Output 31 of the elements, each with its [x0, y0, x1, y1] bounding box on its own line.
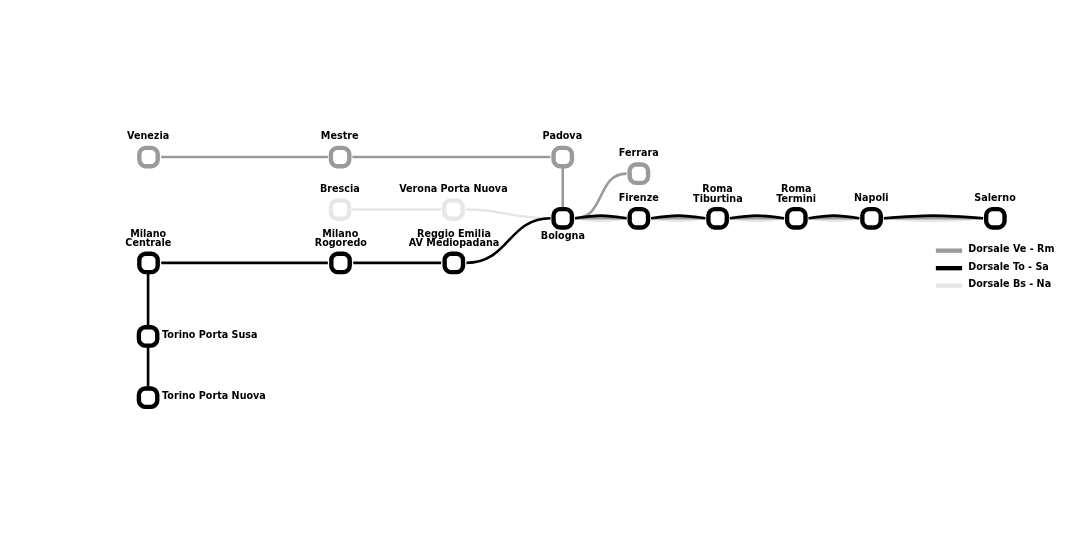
node-label: Brescia: [319, 182, 360, 194]
connector: [352, 155, 551, 158]
node-label: Roma Tiburtina: [693, 182, 743, 203]
node-label: Firenze: [618, 191, 659, 203]
connector: [161, 261, 328, 264]
connector: [161, 155, 328, 158]
node-label: Ferrara: [618, 146, 659, 158]
node-label: Roma Termini: [776, 182, 817, 203]
node-label: Napoli: [854, 191, 889, 203]
connector: [883, 213, 984, 220]
node-label: Torino Porta Susa: [162, 328, 258, 340]
connector: [353, 261, 442, 264]
legend-label: Dorsale Bs - Na: [968, 277, 1052, 289]
connector: [808, 213, 860, 220]
legend-label: Dorsale Ve - Rm: [968, 242, 1055, 254]
node-label: Venezia: [127, 129, 170, 141]
connector: [729, 213, 785, 220]
node-label: Bologna: [540, 229, 585, 241]
node-label: Milano Rogoredo: [314, 226, 367, 248]
connector: [574, 213, 627, 220]
connector: [650, 213, 706, 220]
node-label: Salerno: [974, 191, 1016, 203]
connector: [466, 216, 551, 264]
connector: [574, 171, 627, 220]
node-label: Reggio Emilia AV Mediopadana: [408, 226, 500, 248]
node-label: Padova: [542, 129, 583, 141]
node-label: Torino Porta Nuova: [162, 389, 266, 401]
legend-label: Dorsale To - Sa: [968, 260, 1049, 272]
node-label: Verona Porta Nuova: [399, 182, 508, 194]
node-label: Milano Centrale: [125, 226, 172, 248]
node-label: Mestre: [320, 129, 359, 141]
